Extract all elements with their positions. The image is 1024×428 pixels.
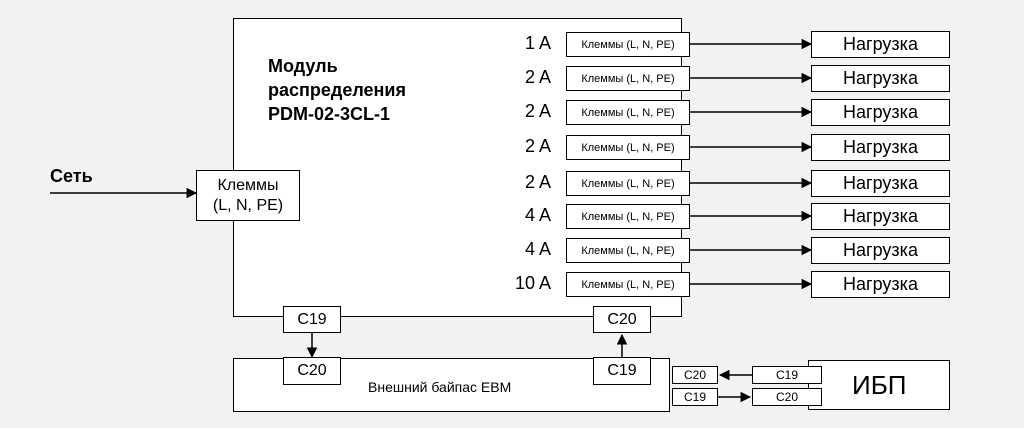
bypass-ups-c20-connector: C20	[672, 366, 718, 384]
output-current-1: 1 A	[524, 33, 551, 53]
output-current-2: 2 A	[524, 67, 551, 87]
output-current-8: 10 A	[514, 273, 551, 293]
load-box-7: Нагрузка	[811, 237, 950, 264]
module-title-line2: распределения	[268, 80, 406, 100]
load-box-1: Нагрузка	[811, 31, 950, 58]
output-current-6: 4 A	[524, 205, 551, 225]
output-terminal-1: Клеммы (L, N, PE)	[566, 32, 690, 57]
bypass-ups-c19-connector: C19	[672, 388, 718, 406]
output-terminal-4: Клеммы (L, N, PE)	[566, 135, 690, 160]
output-current-4: 2 A	[524, 136, 551, 156]
ups-unit	[808, 360, 950, 410]
bypass-c19-connector: C19	[593, 357, 651, 385]
input-terminal-line2: (L, N, PE)	[212, 196, 284, 214]
output-terminal-6: Клеммы (L, N, PE)	[566, 204, 690, 229]
bypass-c20-connector: C20	[283, 357, 341, 385]
output-terminal-2: Клеммы (L, N, PE)	[566, 66, 690, 91]
module-c19-connector: C19	[283, 306, 341, 333]
module-title: Модуль распределения PDM-02-3CL-1	[268, 54, 406, 126]
load-box-6: Нагрузка	[811, 203, 950, 230]
output-current-7: 4 A	[524, 239, 551, 259]
module-title-line3: PDM-02-3CL-1	[268, 104, 391, 124]
input-terminal: Клеммы (L, N, PE)	[196, 170, 300, 221]
load-box-8: Нагрузка	[811, 271, 950, 298]
mains-label: Сеть	[50, 166, 93, 186]
module-title-line1: Модуль	[268, 56, 338, 76]
load-box-4: Нагрузка	[811, 134, 950, 161]
output-terminal-7: Клеммы (L, N, PE)	[566, 238, 690, 263]
module-c20-connector: C20	[593, 306, 651, 333]
output-terminal-5: Клеммы (L, N, PE)	[566, 171, 690, 196]
output-terminal-8: Клеммы (L, N, PE)	[566, 272, 690, 297]
bypass-label: Внешний байпас ЕВМ	[368, 379, 512, 395]
ups-c19-connector: C19	[752, 366, 822, 384]
load-box-3: Нагрузка	[811, 99, 950, 126]
load-box-5: Нагрузка	[811, 170, 950, 197]
load-box-2: Нагрузка	[811, 65, 950, 92]
ups-label: ИБП	[852, 370, 907, 400]
ups-c20-connector: C20	[752, 388, 822, 406]
output-current-3: 2 A	[524, 101, 551, 121]
output-current-5: 2 A	[524, 172, 551, 192]
output-terminal-3: Клеммы (L, N, PE)	[566, 100, 690, 125]
input-terminal-line1: Клеммы	[217, 176, 279, 194]
